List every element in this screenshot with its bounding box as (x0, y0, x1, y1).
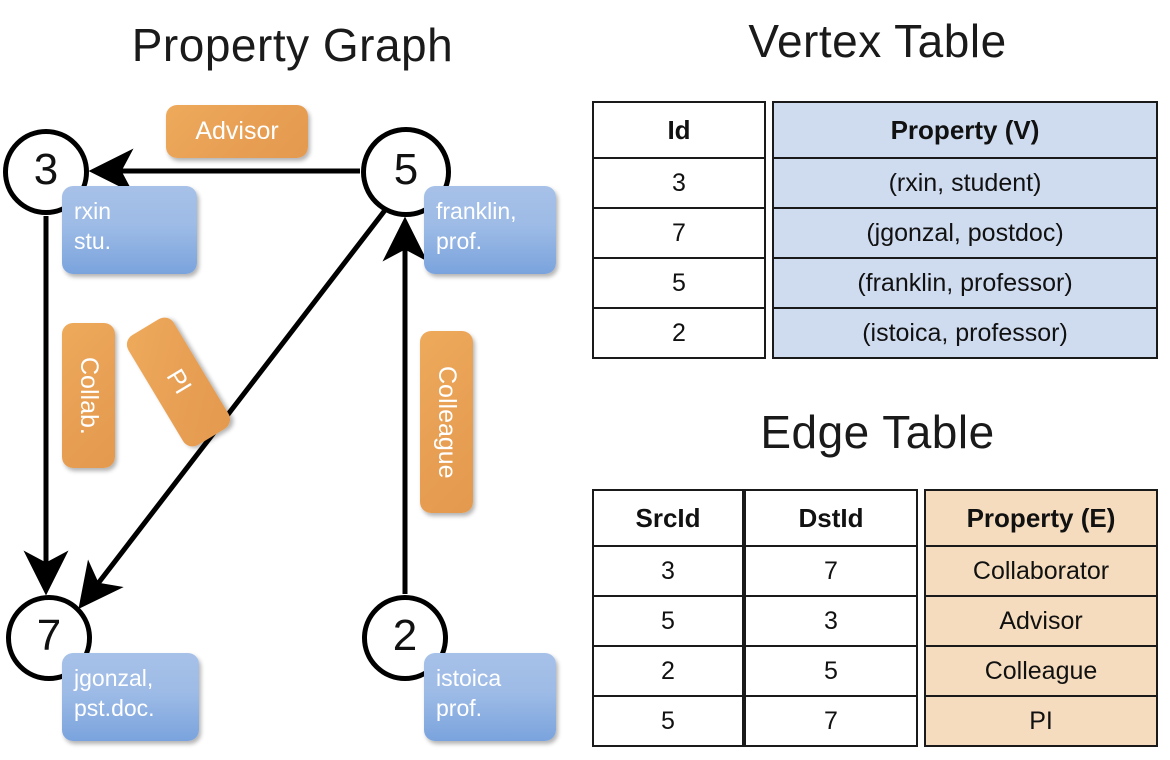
edge-label-pi-text: PI (160, 364, 198, 400)
page-title-vertex-table: Vertex Table (748, 15, 1007, 67)
edge-table-cell-srcid: 5 (592, 595, 744, 647)
node-property-box-3: rxin stu. (62, 186, 197, 274)
table-header-row: Property (V) (772, 101, 1158, 159)
edge-label-colleague: Colleague (420, 331, 473, 513)
edge-table-cell-property: PI (924, 695, 1158, 747)
table-row: Colleague (924, 645, 1158, 697)
table-header-row: DstId (744, 489, 918, 547)
table-row: 7 (744, 545, 918, 597)
table-row: 7 (592, 207, 766, 259)
table-row: 2 (592, 307, 766, 359)
table-row: 3 (592, 157, 766, 209)
edge-table-cell-srcid: 5 (592, 695, 744, 747)
table-row: 5 (592, 695, 744, 747)
vertex-table-cell-id: 3 (592, 157, 766, 209)
table-row: 3 (744, 595, 918, 647)
node-property-box-2-line1: istoica (436, 665, 502, 691)
edge-table-cell-property: Collaborator (924, 545, 1158, 597)
edge-table-cell-property: Colleague (924, 645, 1158, 697)
table-row: 5 (592, 257, 766, 309)
edge-label-advisor-text: Advisor (195, 117, 279, 145)
vertex-table-cell-property: (jgonzal, postdoc) (772, 207, 1158, 259)
table-header-row: SrcId (592, 489, 744, 547)
graph-edges-svg (23, 148, 428, 609)
edge-table-cell-dstid: 7 (744, 695, 918, 747)
vertex-table-cell-property: (rxin, student) (772, 157, 1158, 209)
table-row: 7 (744, 695, 918, 747)
edge-table-cell-srcid: 3 (592, 545, 744, 597)
edge-table-cell-dstid: 7 (744, 545, 918, 597)
vertex-table-cell-id: 5 (592, 257, 766, 309)
graph-node-2[interactable]: 2 (362, 595, 448, 681)
page-title-property-graph: Property Graph (131, 19, 454, 71)
table-row: (istoica, professor) (772, 307, 1158, 359)
node-property-box-5-line1: franklin, (436, 198, 517, 224)
vertex-table-cell-id: 2 (592, 307, 766, 359)
edge-table-srcid-column: SrcId 3 5 2 5 (592, 489, 744, 747)
vertex-table-cell-property: (franklin, professor) (772, 257, 1158, 309)
vertex-table-header-property: Property (V) (772, 101, 1158, 159)
graph-node-3-label: 3 (33, 145, 59, 194)
table-row: Advisor (924, 595, 1158, 647)
edge-label-colleague-text: Colleague (433, 365, 461, 479)
node-property-box-2-line2: prof. (436, 695, 483, 722)
table-row: 5 (744, 645, 918, 697)
edge-label-collab-text: Collab. (75, 356, 103, 435)
edge-table-property-column: Property (E) Collaborator Advisor Collea… (924, 489, 1158, 747)
vertex-table-property-column: Property (V) (rxin, student) (jgonzal, p… (772, 101, 1158, 359)
table-row: Collaborator (924, 545, 1158, 597)
node-property-box-5-line2: prof. (436, 228, 483, 255)
edge-table-header-dstid: DstId (744, 489, 918, 547)
vertex-table-cell-id: 7 (592, 207, 766, 259)
table-row: 3 (592, 545, 744, 597)
edge-table-cell-dstid: 3 (744, 595, 918, 647)
graph-node-7-label: 7 (36, 611, 62, 660)
edge-table-header-srcid: SrcId (592, 489, 744, 547)
table-row: (franklin, professor) (772, 257, 1158, 309)
table-header-row: Id (592, 101, 766, 159)
edge-table: SrcId 3 5 2 5 DstId 7 (592, 489, 1158, 747)
edge-5-to-7 (78, 203, 391, 609)
page-title-edge-table: Edge Table (760, 406, 995, 458)
node-property-box-7: jgonzal, pst.doc. (62, 653, 199, 741)
node-property-box-2: istoica prof. (424, 653, 556, 741)
vertex-table-cell-property: (istoica, professor) (772, 307, 1158, 359)
graph-node-2-label: 2 (392, 611, 418, 660)
edge-table-cell-srcid: 2 (592, 645, 744, 697)
table-row: 2 (592, 645, 744, 697)
edge-label-advisor: Advisor (166, 105, 308, 158)
graph-node-5-label: 5 (393, 145, 419, 194)
node-property-box-3-line2: stu. (74, 228, 112, 255)
table-row: 5 (592, 595, 744, 647)
table-row: (jgonzal, postdoc) (772, 207, 1158, 259)
node-property-box-3-line1: rxin (74, 198, 112, 224)
property-graph-diagram: 3 5 7 2 rxin stu. franklin, prof. jgonza… (3, 105, 556, 741)
vertex-table: Id 3 7 5 2 Property (V) (rx (592, 101, 1158, 359)
table-header-row: Property (E) (924, 489, 1158, 547)
edge-table-cell-property: Advisor (924, 595, 1158, 647)
node-property-box-5: franklin, prof. (424, 186, 556, 274)
vertex-table-id-column: Id 3 7 5 2 (592, 101, 766, 359)
edge-label-collab: Collab. (62, 323, 115, 468)
node-property-box-7-line2: pst.doc. (74, 695, 155, 722)
edge-table-header-property: Property (E) (924, 489, 1158, 547)
node-property-box-7-line1: jgonzal, (74, 665, 154, 691)
table-row: PI (924, 695, 1158, 747)
edge-table-dstid-column: DstId 7 3 5 7 (744, 489, 918, 747)
edge-table-cell-dstid: 5 (744, 645, 918, 697)
graph-node-5[interactable]: 5 (361, 127, 451, 217)
table-row: (rxin, student) (772, 157, 1158, 209)
vertex-table-header-id: Id (592, 101, 766, 159)
